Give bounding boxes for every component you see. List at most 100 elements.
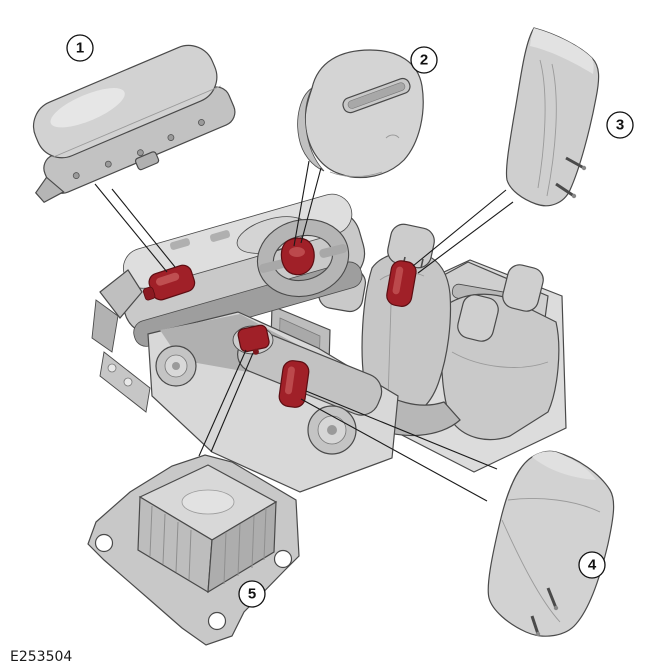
steering-wheel xyxy=(256,218,350,298)
module-3-stud-1 xyxy=(565,156,585,170)
module-1-cushion xyxy=(32,44,218,159)
floor-ring-center-hub xyxy=(327,425,337,435)
module-2-emblem xyxy=(385,134,400,139)
module-3-stud-2 xyxy=(555,182,575,198)
leader-2a xyxy=(293,160,310,247)
rail-hole-1 xyxy=(107,363,117,373)
steering-spoke-left xyxy=(259,259,287,273)
restraints-control-module-icon xyxy=(87,454,300,646)
callout-3-circle xyxy=(606,111,634,139)
module-4-stud-1 xyxy=(546,587,558,609)
floor-ring-left-hub xyxy=(172,362,180,370)
module-1-bolt-2 xyxy=(104,160,112,168)
callout-4-circle xyxy=(578,551,606,579)
rail-hole-2 xyxy=(123,377,133,387)
leader-lines xyxy=(94,160,514,502)
highlight-front-side-airbag-location xyxy=(386,260,417,307)
cowl-side-bracket xyxy=(91,299,119,353)
bench-seam xyxy=(451,351,549,368)
module-1-bolt-4 xyxy=(167,134,175,141)
callout-1-circle xyxy=(66,34,94,62)
module-2-cushion xyxy=(304,49,424,179)
module-4-body xyxy=(487,450,615,637)
callout-4: 4 xyxy=(578,551,606,579)
module-5-ribs-right xyxy=(223,507,267,585)
highlight-4-shape xyxy=(278,360,310,408)
module-3-stud-1-tip xyxy=(581,165,587,171)
module-3-seam-2 xyxy=(546,63,557,197)
highlight-1-sheen xyxy=(155,272,180,286)
rear-headrest-inner xyxy=(457,294,499,342)
module-1-bolt-1 xyxy=(72,172,80,179)
module-3-top-face xyxy=(530,28,594,74)
module-2-crease xyxy=(329,171,383,177)
leader-2b xyxy=(300,167,322,244)
callout-5-number: 5 xyxy=(248,586,256,603)
callout-4-number: 4 xyxy=(588,557,597,574)
highlight-2-sheen xyxy=(289,247,305,257)
module-3-body xyxy=(505,27,600,207)
callout-3-number: 3 xyxy=(616,117,624,134)
leader-3b xyxy=(417,201,514,274)
leader-5a xyxy=(198,349,247,457)
module-2-slot-inner xyxy=(347,82,406,109)
a-pillar-bracket xyxy=(99,269,143,319)
callout-3: 3 xyxy=(606,111,634,139)
vehicle-cabin-cutaway xyxy=(91,193,567,493)
module-3-seam-1 xyxy=(537,59,546,189)
callout-1-number: 1 xyxy=(76,40,84,57)
highlight-1-tab xyxy=(142,286,156,301)
passenger-airbag-module-icon xyxy=(32,44,236,204)
module-2-slot xyxy=(342,77,411,114)
module-1-highlight xyxy=(50,88,125,128)
module-4-fold-1 xyxy=(507,498,601,513)
module-5-bolt-hole-right xyxy=(273,549,293,569)
module-4-stud-1-tip xyxy=(553,605,559,611)
callout-5: 5 xyxy=(238,580,266,608)
callout-5-circle xyxy=(238,580,266,608)
leader-1a xyxy=(94,183,168,273)
callout-2-number: 2 xyxy=(420,52,428,69)
front-seat-side-airbag-icon xyxy=(505,27,600,207)
module-3-stud-2-tip xyxy=(571,193,577,199)
module-4-fold-2 xyxy=(501,519,561,623)
module-4-stud-2 xyxy=(530,615,540,635)
leader-5b xyxy=(210,352,254,453)
module-1-flange xyxy=(34,176,65,204)
highlight-3-sheen xyxy=(392,266,404,295)
callout-1: 1 xyxy=(66,34,94,62)
dash-vent-left xyxy=(169,238,191,250)
leader-1b xyxy=(111,188,176,268)
module-5-lid-dome xyxy=(181,489,235,515)
leader-4a xyxy=(305,390,498,470)
callout-2-circle xyxy=(410,46,438,74)
leader-4b xyxy=(300,398,488,502)
module-2-side-fold xyxy=(297,86,325,172)
module-1-seam xyxy=(53,85,221,158)
figure-code-label: E253504 xyxy=(10,649,72,665)
leader-3a xyxy=(412,189,507,267)
highlight-rear-side-airbag-location xyxy=(278,360,310,408)
module-5-bolt-hole-left xyxy=(94,533,114,553)
module-4-stud-2-tip xyxy=(535,631,541,637)
callout-2: 2 xyxy=(410,46,438,74)
highlight-3-shape xyxy=(386,260,417,307)
highlight-passenger-airbag-location xyxy=(142,264,196,301)
steering-spoke-right xyxy=(319,244,348,258)
module-5-ribs-left xyxy=(149,505,192,581)
highlight-driver-airbag-location xyxy=(280,237,315,276)
module-1-bolt-5 xyxy=(198,119,205,126)
highlight-4-sheen xyxy=(284,366,295,395)
module-5-bolt-hole-bottom xyxy=(207,611,227,631)
module-1-igniter xyxy=(134,151,160,171)
rear-headrest-outer xyxy=(502,264,544,312)
module-1-bolt-3 xyxy=(136,149,144,157)
steering-wheel-rim xyxy=(256,218,350,298)
highlight-rcm-location xyxy=(237,324,270,355)
module-4-top-face xyxy=(532,451,596,480)
rear-seat-side-airbag-icon xyxy=(487,450,615,637)
dash-vent-right xyxy=(209,230,231,242)
driver-airbag-module-icon xyxy=(297,49,424,179)
